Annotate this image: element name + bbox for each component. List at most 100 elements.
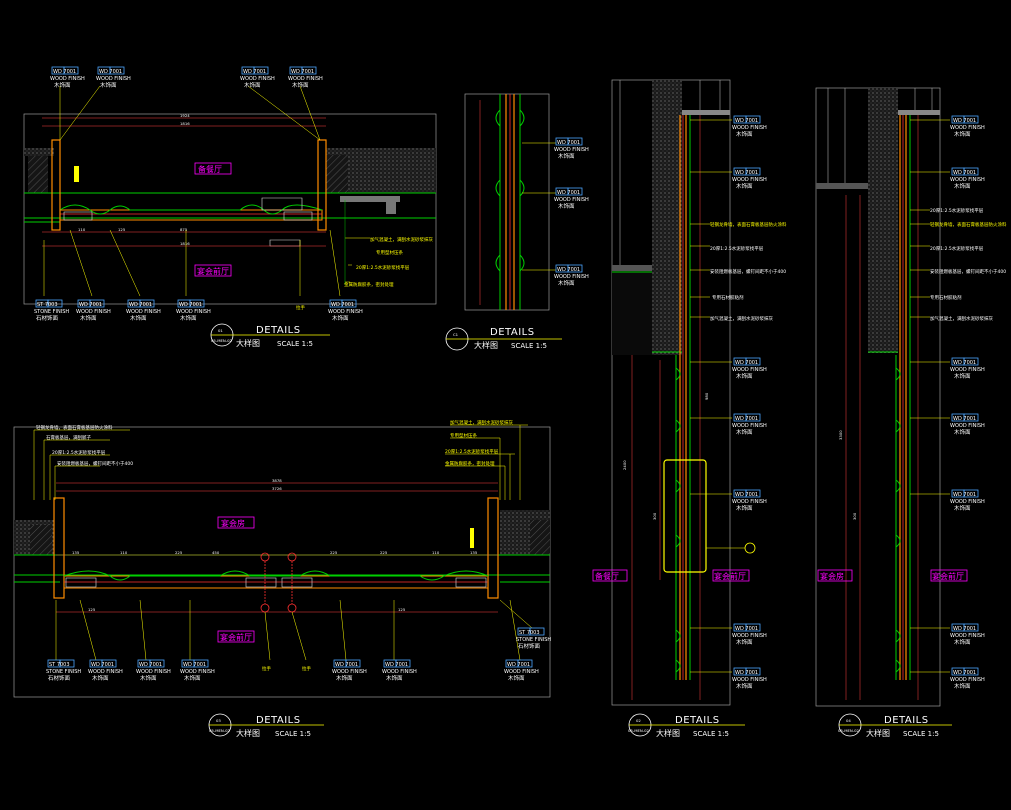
note-02-mortar: 20厚1:2.5水泥砂浆找平层: [710, 245, 764, 252]
tag-wd-cn: 木饰面: [736, 504, 753, 512]
tag-wd-cn: 木饰面: [180, 314, 197, 322]
tag-wd-cn: 木饰面: [386, 674, 403, 682]
tag-wd-cn: 木饰面: [954, 638, 971, 646]
tag-st-cn: 石材饰面: [48, 674, 71, 682]
note-03-conc: 加气混凝土，满刮水泥砂浆抹灰: [450, 419, 513, 426]
detail-02: 2400 300 980 备餐厅 宴会前厅 轻钢龙骨墙，表面石膏板基层防火涂料 …: [592, 79, 787, 738]
title-01-ref: 05-MEN-02: [211, 338, 233, 343]
dim-c-bottom-1: 125: [88, 607, 96, 612]
tag-wd-cn: 木饰面: [92, 674, 109, 682]
title-04-num: 04: [846, 718, 851, 723]
tag-wd-code: WD 7001: [179, 302, 202, 308]
note-01-conc: 加气混凝土，满刮水泥砂浆抹灰: [370, 236, 433, 243]
room-label-r2-left: 备餐厅: [595, 571, 619, 581]
dim-c2: 110: [120, 550, 128, 555]
title-block-04: 04 05-MEN-02 DETAILS 大样图 SCALE 1:5: [838, 713, 952, 738]
title-02-label: DETAILS: [675, 715, 720, 726]
tag-wd-code: WD 7001: [53, 69, 76, 75]
tag-wd-finish: WOOD FINISH: [732, 423, 767, 429]
tag-wd-finish: WOOD FINISH: [176, 309, 211, 315]
tag-wd-code: WD 7001: [735, 170, 758, 176]
tag-st-code: ST 7003: [519, 630, 540, 636]
callout-box-c1: [663, 459, 707, 573]
title-03-num: 03: [216, 718, 221, 723]
tag-wd-code: WD 7001: [557, 267, 580, 273]
tag-wd-cn: 木饰面: [954, 130, 971, 138]
title-block-02: 02 05-MEN-02 DETAILS 大样图 SCALE 1:5: [628, 713, 745, 738]
dim-b1: 110: [78, 227, 86, 232]
tag-wd-code: WD 7001: [335, 662, 358, 668]
detail-01: 1924 1816 110 125 875 1816 备餐厅 宴会前厅 加气混凝…: [23, 66, 437, 348]
tag-wd-cn: 木饰面: [292, 81, 309, 89]
room-label-r3-bottom: 宴会前厅: [220, 632, 252, 642]
tag-st-code: ST 7003: [37, 302, 58, 308]
tag-wd-finish: WOOD FINISH: [732, 677, 767, 683]
dim-c3b: 225: [330, 550, 338, 555]
tag-wd-code: WD 7001: [735, 360, 758, 366]
tag-wd-code: WD 7001: [139, 662, 162, 668]
room-label-r1-top: 备餐厅: [198, 164, 222, 174]
tag-wd-code: WD 7001: [953, 170, 976, 176]
tag-wd-code: WD 7001: [557, 140, 580, 146]
note-03-mortar-r: 20厚1:2.5水泥砂浆找平层: [445, 448, 499, 455]
note-01-profile: 专用型材压条: [376, 249, 403, 256]
title-02-cn: 大样图: [656, 728, 680, 738]
tag-wd-code: WD 7001: [243, 69, 266, 75]
tag-wd-cn: 木饰面: [184, 674, 201, 682]
title-c1-cn: 大样图: [474, 340, 498, 350]
note-01-seal: 金属防腐胶条，密封处理: [344, 281, 394, 288]
tag-wd-cn: 木饰面: [332, 314, 349, 322]
title-01-cn: 大样图: [236, 338, 260, 348]
tag-wd-cn: 木饰面: [140, 674, 157, 682]
dim-c1b: 135: [470, 550, 478, 555]
tag-wd-finish: WOOD FINISH: [554, 197, 589, 203]
title-block-c1: C1 DETAILS 大样图 SCALE 1:5: [445, 327, 562, 351]
note-04-conc: 加气混凝土，满刮水泥砂浆抹灰: [930, 315, 993, 322]
title-03-ref: 05-MEN-02: [209, 728, 231, 733]
title-02-scale: SCALE 1:5: [693, 730, 729, 738]
note-04-wall: 轻钢龙骨墙，表面石膏板基层防火涂料: [930, 221, 1007, 228]
title-block-01: 01 05-MEN-02 DETAILS 大样图 SCALE 1:5: [210, 323, 330, 348]
tag-wd-code: WD 7001: [129, 302, 152, 308]
tag-wd-code: WD 7001: [953, 416, 976, 422]
tag-st-cn: 石材饰面: [518, 642, 541, 650]
tag-wd-finish: WOOD FINISH: [950, 177, 985, 183]
tag-wd-code: WD 7001: [557, 190, 580, 196]
tag-wd-cn: 木饰面: [80, 314, 97, 322]
tag-wd-finish: WOOD FINISH: [50, 76, 85, 82]
tag-wd-finish: WOOD FINISH: [382, 669, 417, 675]
tag-wd-cn: 木饰面: [508, 674, 525, 682]
title-03-label: DETAILS: [256, 715, 301, 726]
dim-b-mid: 1816: [180, 241, 190, 246]
note-01-hinge: 拉手: [296, 304, 305, 311]
dim-c3c: 225: [380, 550, 388, 555]
note-01-mortar: 20厚1:2.5水泥砂浆找平层: [356, 264, 410, 271]
note-02-conc: 加气混凝土，满刮水泥砂浆抹灰: [710, 315, 773, 322]
title-block-03: 03 05-MEN-02 DETAILS 大样图 SCALE 1:5: [208, 713, 324, 738]
tag-wd-cn: 木饰面: [130, 314, 147, 322]
tag-wd-finish: WOOD FINISH: [950, 499, 985, 505]
tag-wd-cn: 木饰面: [954, 182, 971, 190]
tag-wd-finish: WOOD FINISH: [732, 633, 767, 639]
tag-wd-finish: WOOD FINISH: [950, 367, 985, 373]
tag-wd-finish: WOOD FINISH: [76, 309, 111, 315]
dim-v3-04: 3300: [838, 430, 843, 440]
tag-wd-finish: WOOD FINISH: [554, 147, 589, 153]
tag-wd-finish: WOOD FINISH: [950, 423, 985, 429]
tag-wd-code: WD 7001: [331, 302, 354, 308]
detail-03: 3878 3726 135 110 225 450 225 225 110: [13, 419, 551, 738]
tag-wd-finish: WOOD FINISH: [240, 76, 275, 82]
dim-b3: 875: [180, 227, 188, 232]
tag-wd-cn: 木饰面: [954, 682, 971, 690]
tag-wd-finish: WOOD FINISH: [332, 669, 367, 675]
tag-wd-code: WD 7001: [953, 118, 976, 124]
title-02-num: 02: [636, 718, 641, 723]
tag-wd-code: WD 7001: [735, 118, 758, 124]
tag-wd-code: WD 7001: [291, 69, 314, 75]
tag-wd-finish: WOOD FINISH: [554, 274, 589, 280]
tag-wd-cn: 木饰面: [954, 372, 971, 380]
note-03-mortar: 20厚1:2.5水泥砂浆找平层: [52, 449, 106, 456]
dim-v4-02: 980: [704, 392, 709, 400]
dim-mid: 1816: [180, 121, 190, 126]
tag-wd-finish: WOOD FINISH: [950, 125, 985, 131]
